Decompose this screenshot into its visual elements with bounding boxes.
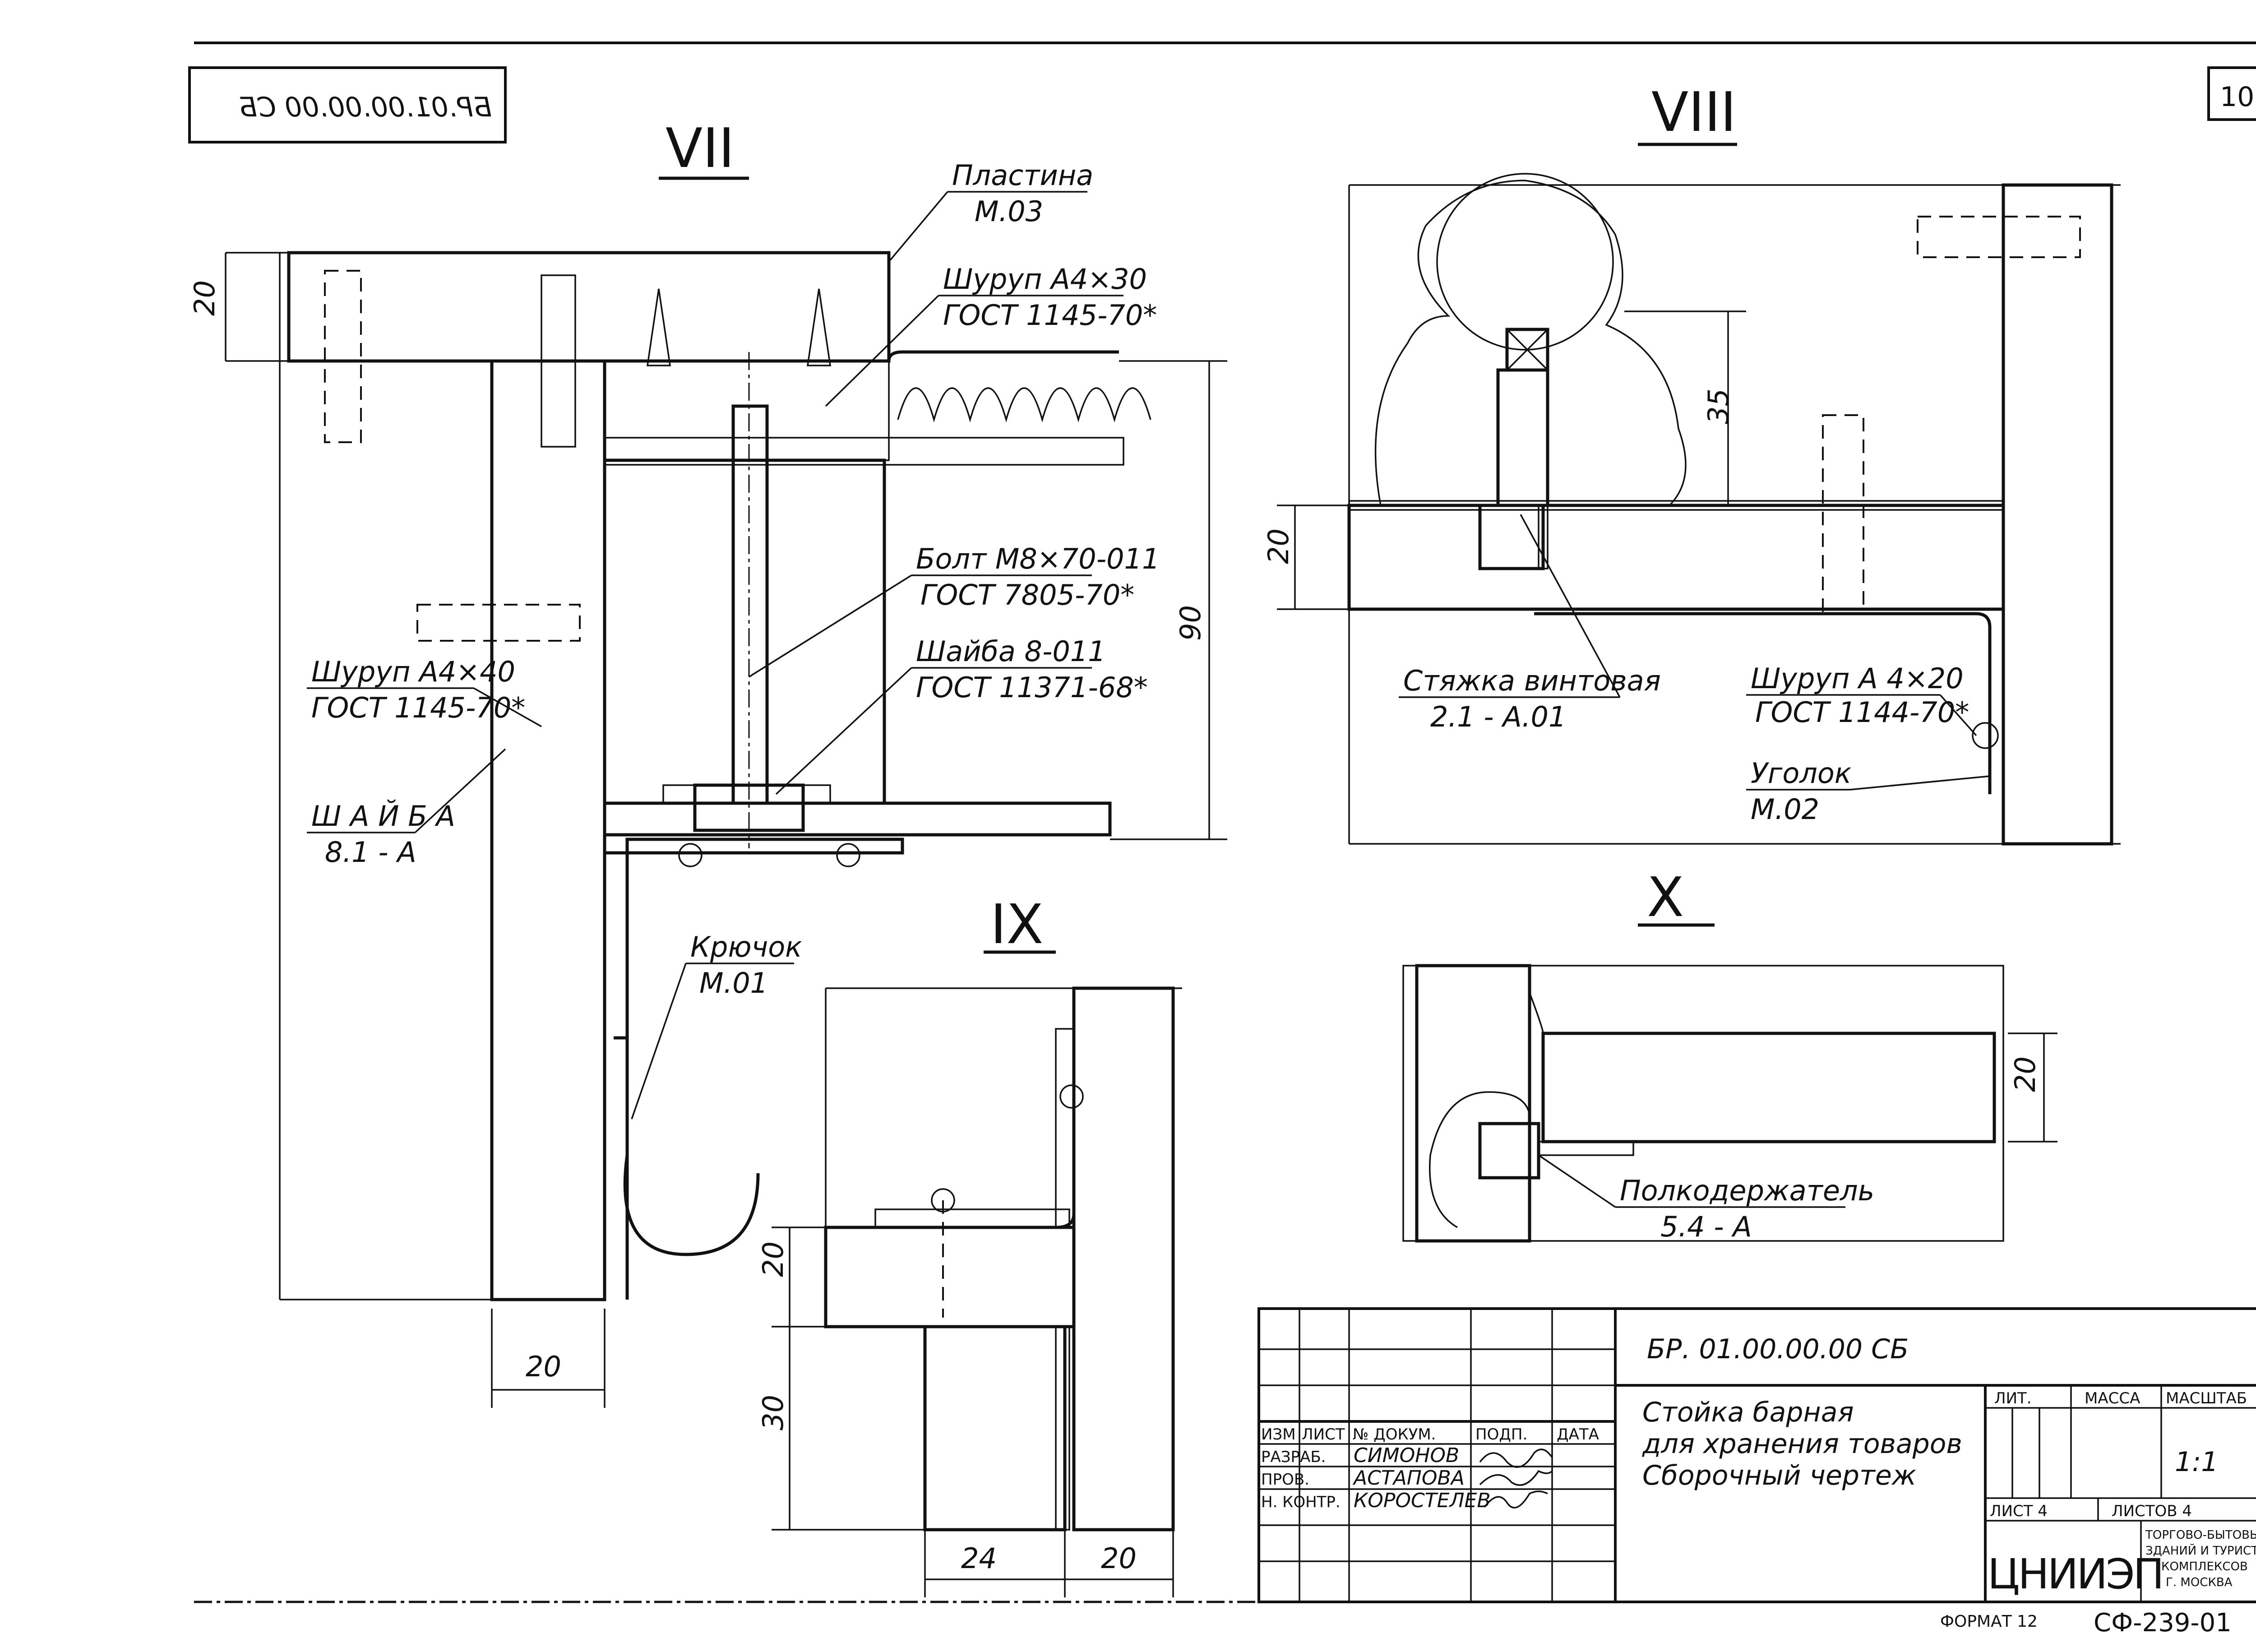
tb-scale-hdr: МАСШТАБ: [2166, 1389, 2247, 1407]
tb-title-l1: Стойка барная: [1642, 1397, 1854, 1428]
title-block: ИЗМ ЛИСТ № ДОКУМ. ПОДП. ДАТА РАЗРАБ. СИМ…: [1257, 1307, 2256, 1603]
mirrored-code: БР.01.00.00.00 СБ: [239, 92, 492, 123]
dim-ix-24: 24: [961, 1542, 997, 1575]
tb-scale: 1:1: [2175, 1446, 2219, 1478]
view-vii: VII: [188, 117, 1227, 1408]
tb-hdr-doc: № ДОКУМ.: [1353, 1425, 1436, 1444]
callout-plastina-name: Пластина: [952, 159, 1093, 192]
tb-role1: РАЗРАБ.: [1261, 1448, 1326, 1466]
dim-viii-20: 20: [1262, 528, 1295, 564]
view-viii: VIII 35 20 Стяжка винтовая: [1262, 81, 2121, 846]
tb-hdr-sign: ПОДП.: [1475, 1425, 1527, 1444]
signature-2: [1479, 1470, 1553, 1486]
callout-shurup20-name: Шуруп А 4×20: [1751, 662, 1964, 695]
callout-ugolok-ref: М.02: [1751, 793, 1819, 826]
callout-plastina-ref: М.03: [975, 195, 1043, 228]
callout-kryuchok-name: Крючок: [690, 930, 802, 963]
tb-org-l2: ЗДАНИЙ И ТУРИСТСКИХ: [2145, 1543, 2256, 1558]
callout-styazhka-name: Стяжка винтовая: [1403, 664, 1661, 697]
view-x: X 20 Полкодержатель 5.4 - А: [1402, 866, 2057, 1243]
mirrored-code-box: БР.01.00.00.00 СБ: [188, 66, 507, 143]
callout-shayba-a-ref: 8.1 - А: [325, 836, 416, 869]
tb-hdr-list: ЛИСТ: [1302, 1425, 1345, 1444]
tb-hdr-date: ДАТА: [1557, 1425, 1599, 1444]
sheet-number-box: 10: [2207, 66, 2256, 121]
view-x-label: X: [1647, 866, 1684, 929]
tb-org-logo: ЦНИИЭП: [1988, 1550, 2163, 1598]
tb-name1: СИМОНОВ: [1354, 1444, 1459, 1467]
callout-bolt-name: Болт М8×70-011: [916, 542, 1160, 575]
tb-role2: ПРОВ.: [1261, 1471, 1309, 1489]
footer-series: СФ-239-01: [2094, 1608, 2232, 1638]
view-vii-label: VII: [666, 117, 735, 180]
sheet-frame: [194, 42, 2256, 1603]
view-viii-label: VIII: [1651, 81, 1736, 144]
tb-role3: Н. КОНТР.: [1261, 1493, 1341, 1511]
dim-vii-height: 90: [1174, 605, 1207, 641]
sheet-number: 10: [2220, 81, 2254, 113]
signature-1: [1479, 1448, 1553, 1468]
dim-vii-bottom: 20: [526, 1350, 561, 1383]
callout-shurup40-ref: ГОСТ 1145-70*: [311, 691, 525, 724]
tb-hdr-izm: ИЗМ: [1261, 1425, 1296, 1444]
footer-format: ФОРМАТ 12: [1940, 1612, 2038, 1631]
tb-name2: АСТАПОВА: [1352, 1467, 1465, 1490]
tb-sheets: ЛИСТОВ 4: [2112, 1502, 2192, 1520]
callout-shayba8-name: Шайба 8-011: [916, 635, 1106, 668]
callout-kryuchok-ref: М.01: [699, 967, 768, 1000]
tb-org-l3: КОМПЛЕКСОВ: [2161, 1560, 2248, 1573]
tb-name3: КОРОСТЕЛЕВ: [1354, 1489, 1491, 1512]
callout-ugolok-name: Уголок: [1751, 757, 1852, 790]
dim-ix-20b: 20: [1101, 1542, 1137, 1575]
dim-viii-35: 35: [1702, 389, 1735, 424]
tb-mass: МАССА: [2085, 1389, 2140, 1407]
view-ix: IX 20 30 24 20: [757, 893, 1182, 1597]
sheet-footer: ФОРМАТ 12 СФ-239-01: [1940, 1608, 2232, 1638]
callout-shayba8-ref: ГОСТ 11371-68*: [916, 671, 1148, 704]
dim-ix-20: 20: [757, 1241, 790, 1277]
callout-polkoderzhatel-ref: 5.4 - А: [1660, 1210, 1752, 1243]
signature-3: [1484, 1490, 1548, 1509]
tb-org-l4: Г. МОСКВА: [2166, 1576, 2233, 1589]
callout-bolt-ref: ГОСТ 7805-70*: [920, 578, 1134, 611]
callout-styazhka-ref: 2.1 - А.01: [1430, 700, 1566, 733]
tb-code: БР. 01.00.00.00 СБ: [1647, 1333, 1909, 1365]
callout-shurup40-name: Шуруп А4×40: [311, 655, 515, 688]
callout-shurup30-ref: ГОСТ 1145-70*: [943, 299, 1157, 332]
callout-shurup20-ref: ГОСТ 1144-70*: [1755, 696, 1969, 729]
tb-sheet: ЛИСТ 4: [1990, 1502, 2048, 1520]
tb-org-l1: ТОРГОВО-БЫТОВЫХ: [2145, 1528, 2256, 1542]
dim-vii-top: 20: [188, 280, 221, 316]
view-ix-label: IX: [990, 893, 1044, 956]
tb-title-l2: для хранения товаров: [1642, 1428, 1962, 1460]
tb-lit: ЛИТ.: [1994, 1389, 2032, 1407]
dim-ix-30: 30: [757, 1395, 790, 1430]
dim-x-20: 20: [2009, 1056, 2042, 1092]
callout-polkoderzhatel-name: Полкодержатель: [1620, 1174, 1874, 1207]
tb-title-l3: Сборочный чертеж: [1642, 1460, 1916, 1491]
callout-shayba-a-name: Ш А Й Б А: [311, 799, 455, 833]
callout-shurup30-name: Шуруп А4×30: [943, 263, 1147, 296]
